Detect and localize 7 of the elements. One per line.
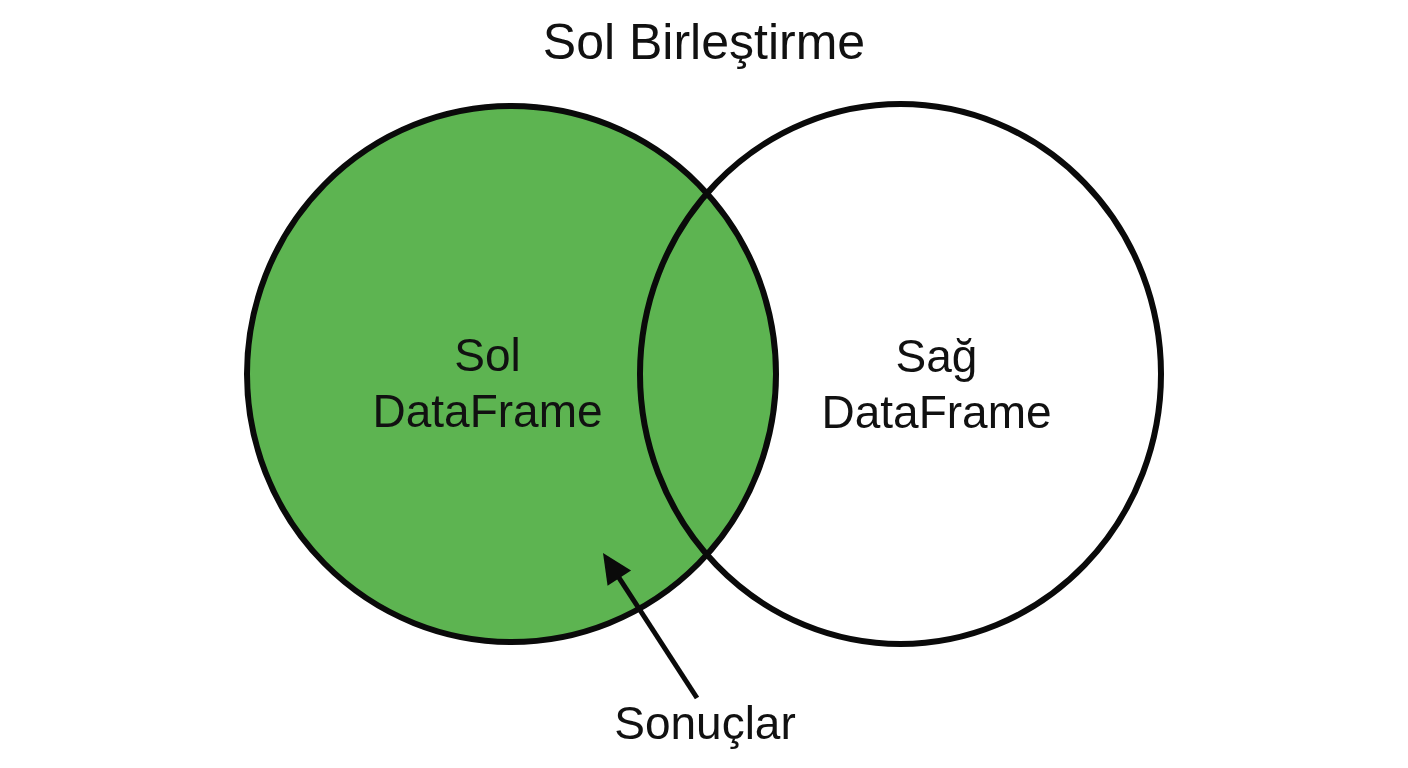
- circle-label: Sol DataFrame: [372, 327, 603, 439]
- set-circle: [244, 103, 779, 645]
- result-label: Sonuçlar: [614, 698, 796, 749]
- circle-label: Sağ DataFrame: [821, 328, 1052, 440]
- diagram-title: Sol Birleştirme: [542, 14, 866, 72]
- set-circle: [637, 101, 1164, 647]
- arrow: [603, 553, 700, 700]
